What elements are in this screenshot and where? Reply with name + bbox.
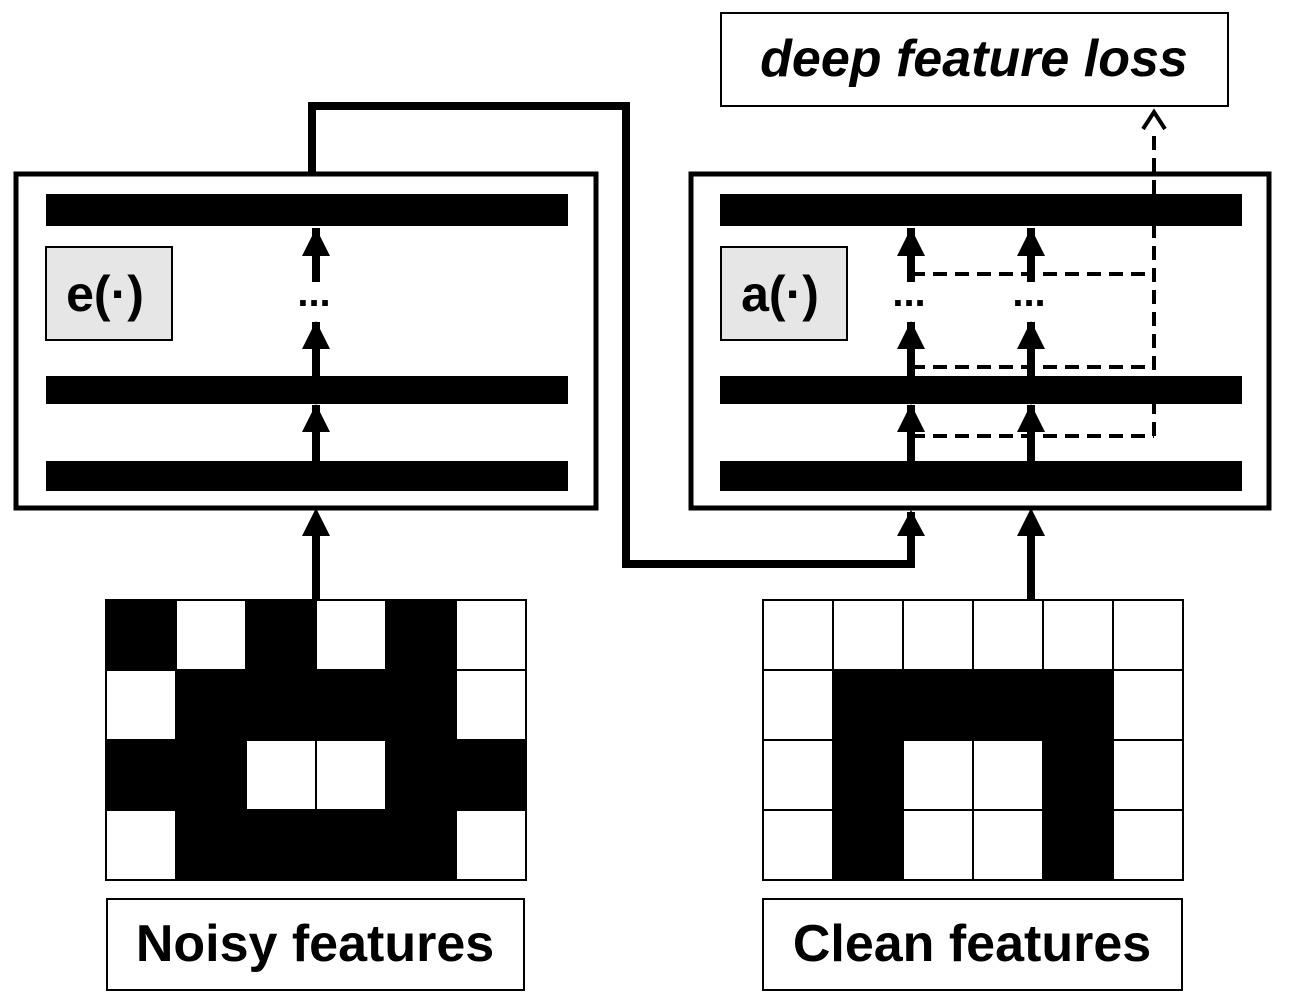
noisy-cell-r0-c4 [385,599,457,671]
noisy-cell-r2-c5 [455,739,527,811]
clean-cell-r2-c2 [902,739,974,811]
arrowhead-icon [1017,404,1045,432]
clean-cell-r1-c4 [1042,669,1114,741]
clean-cell-r2-c3 [972,739,1044,811]
feature-tap-dashed-lines [911,130,1156,438]
arrowhead-icon [1017,321,1045,349]
clean-caption: Clean features [793,915,1151,973]
arrowhead-icon [897,228,925,256]
noisy-cell-r2-c0 [105,739,177,811]
clean-cell-r1-c2 [902,669,974,741]
noisy-cell-r3-c3 [315,809,387,881]
arrowhead-icon [1017,228,1045,256]
noisy-cell-r0-c1 [175,599,247,671]
noisy-cell-r1-c3 [315,669,387,741]
clean-cell-r0-c4 [1042,599,1114,671]
encoder-layer-top [46,194,568,226]
clean-cell-r0-c5 [1112,599,1184,671]
arrowhead-icon [897,404,925,432]
autoencoder-label-box [720,246,848,341]
clean-cell-r3-c0 [762,809,834,881]
encoder-layer-bottom [46,461,568,491]
noisy-cell-r2-c4 [385,739,457,811]
encoder-label: e(·) [66,266,144,322]
noisy-cell-r0-c3 [315,599,387,671]
noisy-cell-r0-c0 [105,599,177,671]
clean-caption-box: Clean features [762,898,1183,991]
encoder-to-autoencoder-connector [308,102,915,568]
noisy-cell-r2-c2 [245,739,317,811]
autoencoder-ellipsis-right: ... [1012,271,1045,315]
noisy-cell-r3-c0 [105,809,177,881]
clean-cell-r1-c0 [762,669,834,741]
deep-feature-loss-label: deep feature loss [760,30,1188,88]
clean-feature-grid [762,599,1184,881]
clean-cell-r1-c3 [972,669,1044,741]
clean-cell-r0-c0 [762,599,834,671]
noisy-cell-r1-c5 [455,669,527,741]
clean-cell-r3-c3 [972,809,1044,881]
autoencoder-ellipsis-left: ... [892,271,925,315]
arrowhead-icon [1017,508,1045,536]
noisy-cell-r3-c4 [385,809,457,881]
encoder-label-box [45,246,173,341]
loss-arrowhead-icon [1141,108,1167,131]
noisy-cell-r2-c3 [315,739,387,811]
clean-cell-r2-c4 [1042,739,1114,811]
noisy-cell-r3-c1 [175,809,247,881]
arrowhead-icon [302,228,330,256]
autoencoder-layer-bottom [720,461,1242,491]
autoencoder-layer-middle [720,376,1242,404]
noisy-cell-r1-c2 [245,669,317,741]
arrowhead-icon [302,404,330,432]
noisy-caption-box: Noisy features [106,898,525,991]
autoencoder-block: ... ... a(·) [688,130,1272,511]
noisy-cell-r1-c4 [385,669,457,741]
noisy-cell-r1-c1 [175,669,247,741]
noisy-feature-grid [105,599,527,881]
arrowhead-icon [897,321,925,349]
arrowhead-icon [302,321,330,349]
clean-cell-r1-c5 [1112,669,1184,741]
clean-cell-r0-c1 [832,599,904,671]
clean-cell-r1-c1 [832,669,904,741]
noisy-cell-r3-c5 [455,809,527,881]
clean-cell-r0-c3 [972,599,1044,671]
encoder-block: ... e(·) [13,171,599,511]
clean-cell-r2-c5 [1112,739,1184,811]
noisy-cell-r0-c5 [455,599,527,671]
encoder-ellipsis: ... [297,271,330,315]
clean-cell-r2-c0 [762,739,834,811]
encoder-layer-middle [46,376,568,404]
clean-cell-r0-c2 [902,599,974,671]
clean-cell-r3-c4 [1042,809,1114,881]
connector-arrowhead-icon [897,510,925,536]
autoencoder-layer-top [720,194,1242,226]
clean-cell-r2-c1 [832,739,904,811]
noisy-cell-r1-c0 [105,669,177,741]
noisy-caption: Noisy features [136,915,494,973]
noisy-cell-r0-c2 [245,599,317,671]
deep-feature-loss-box: deep feature loss [720,12,1229,107]
autoencoder-label: a(·) [741,266,819,322]
noisy-cell-r3-c2 [245,809,317,881]
clean-cell-r3-c2 [902,809,974,881]
arrowhead-icon [302,508,330,536]
noisy-cell-r2-c1 [175,739,247,811]
clean-cell-r3-c1 [832,809,904,881]
clean-cell-r3-c5 [1112,809,1184,881]
